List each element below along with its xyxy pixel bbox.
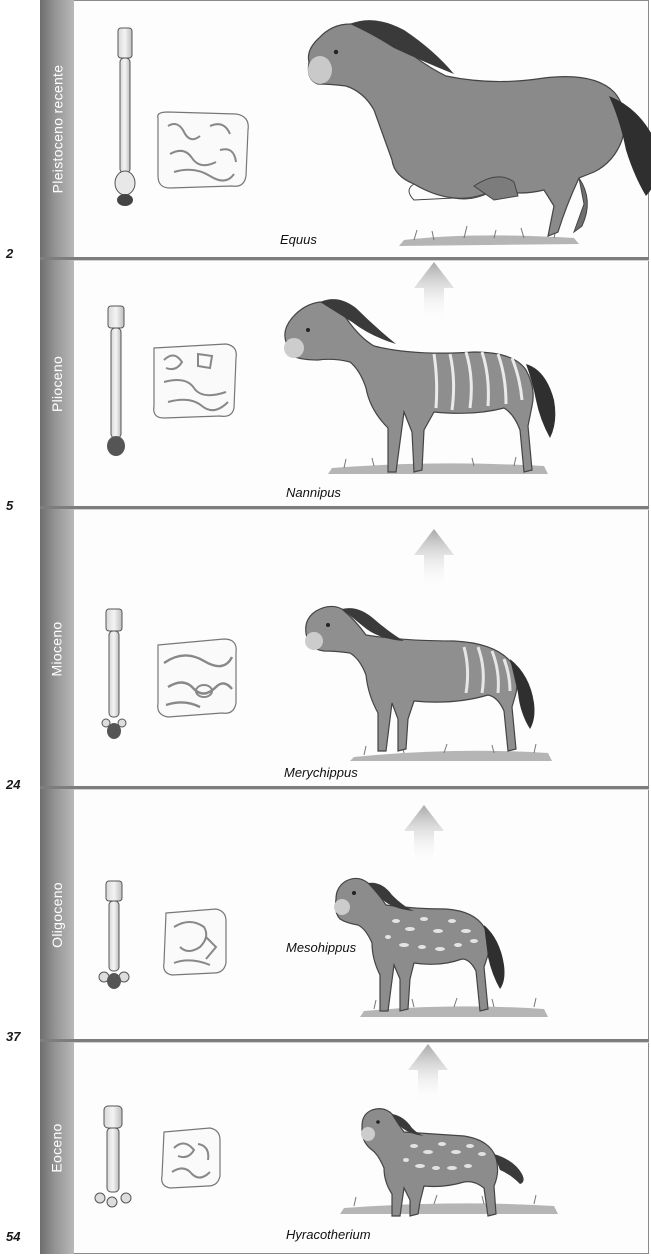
up-arrow-icon xyxy=(414,262,454,322)
leg-bone-icon xyxy=(102,609,126,739)
tooth-icon xyxy=(154,344,237,418)
epoch-panel-oligoceno: Mesohippus xyxy=(74,789,649,1039)
genus-label: Equus xyxy=(280,232,317,247)
horse-illustration xyxy=(334,878,505,1011)
genus-label: Nannipus xyxy=(286,485,341,500)
tooth-icon xyxy=(158,112,249,188)
grass-icon xyxy=(328,457,548,474)
epoch-panel-eoceno: Hyracotherium xyxy=(74,1042,649,1254)
epoch-label-pleistoceno: Pleistoceno recente xyxy=(40,0,74,258)
genus-label: Mesohippus xyxy=(286,940,357,955)
boundary-label: 54 xyxy=(6,1229,36,1244)
horse-illustration xyxy=(361,1109,524,1216)
genus-label: Merychippus xyxy=(284,765,358,780)
boundary-label: 5 xyxy=(6,498,36,513)
equus-illustration: Equus xyxy=(74,0,649,257)
leg-bone-icon xyxy=(99,881,129,989)
leg-bone-icon xyxy=(107,306,125,456)
epoch-panel-pleistoceno: Equus xyxy=(74,0,649,257)
grass-icon xyxy=(340,1195,558,1214)
epoch-label-plioceno: Plioceno xyxy=(40,260,74,508)
boundary-label: 2 xyxy=(6,246,36,261)
epoch-label-oligoceno: Oligoceno xyxy=(40,789,74,1041)
epoch-label-mioceno: Mioceno xyxy=(40,509,74,788)
up-arrow-icon xyxy=(414,529,454,589)
nannipus-illustration: Nannipus xyxy=(74,260,649,506)
leg-bone-icon xyxy=(95,1106,131,1207)
horse-illustration xyxy=(305,606,535,751)
tooth-icon xyxy=(164,909,226,975)
up-arrow-icon xyxy=(404,805,444,865)
horse-illustration xyxy=(308,20,651,236)
boundary-label: 37 xyxy=(6,1029,36,1044)
tooth-icon xyxy=(158,639,237,717)
horse-illustration xyxy=(284,299,555,472)
merychippus-illustration: Merychippus xyxy=(74,509,649,786)
tooth-icon xyxy=(162,1128,220,1188)
epoch-panel-plioceno: Nannipus xyxy=(74,260,649,506)
genus-label: Hyracotherium xyxy=(286,1227,371,1242)
epoch-label-eoceno: Eoceno xyxy=(40,1042,74,1254)
hyracotherium-illustration: Hyracotherium xyxy=(74,1042,649,1254)
mesohippus-illustration: Mesohippus xyxy=(74,789,649,1039)
boundary-label: 24 xyxy=(6,777,36,792)
up-arrow-icon xyxy=(408,1044,448,1104)
leg-bone-icon xyxy=(115,28,135,206)
epoch-panel-mioceno: Merychippus xyxy=(74,509,649,786)
